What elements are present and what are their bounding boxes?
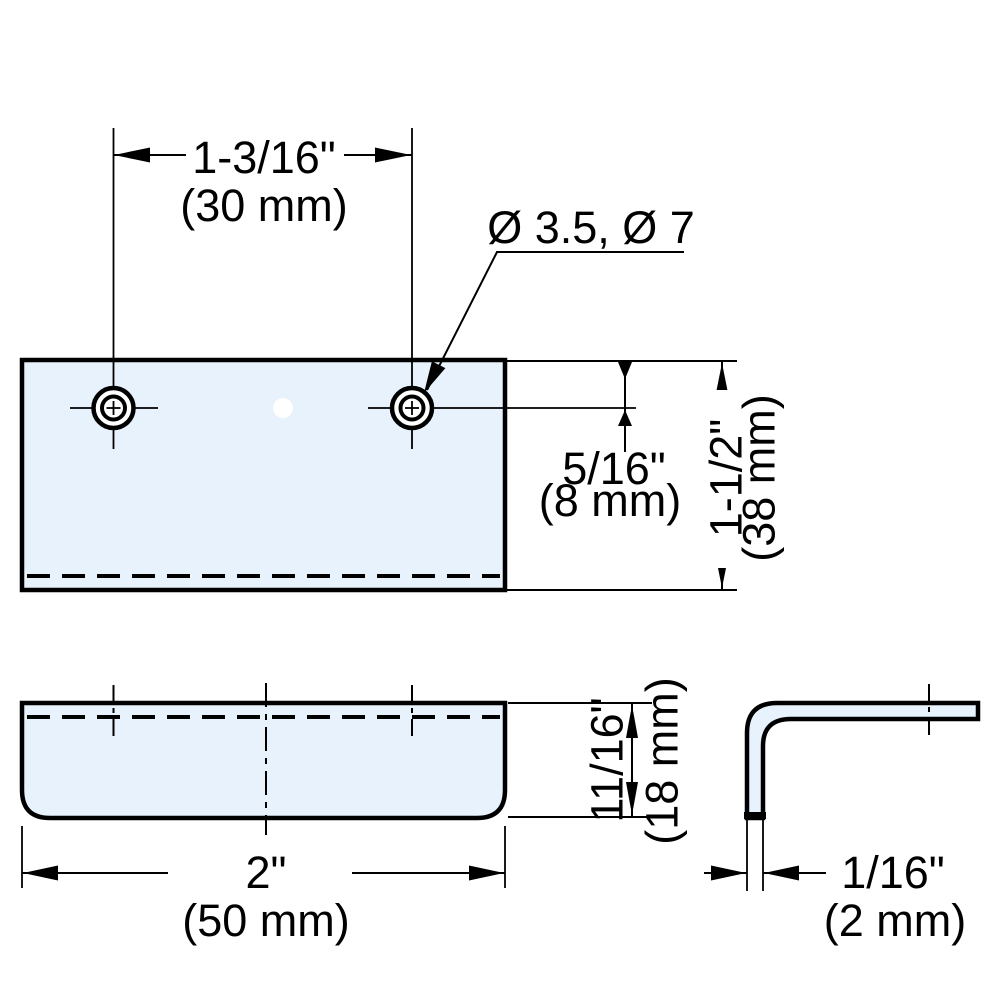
arrowhead-right bbox=[469, 865, 504, 881]
arrowhead-bottom bbox=[626, 782, 638, 815]
arrowhead-top bbox=[626, 705, 638, 738]
arrowhead-left bbox=[711, 865, 746, 881]
leader-line bbox=[426, 251, 684, 391]
width-metric-label: (50 mm) bbox=[182, 895, 350, 946]
side-profile-view bbox=[744, 684, 981, 821]
dimension-text-mask bbox=[701, 390, 751, 568]
dimension-width: 2" (50 mm) bbox=[21, 826, 506, 946]
mounting-hole-right bbox=[368, 128, 636, 449]
arrowhead-top bbox=[618, 362, 632, 379]
side-profile-shape bbox=[744, 700, 981, 821]
width-imperial-label: 2" bbox=[245, 847, 286, 898]
hole-offset-imperial-label: 5/16" bbox=[562, 443, 666, 494]
lip-height-imperial-label: 11/16" bbox=[582, 697, 633, 822]
thickness-imperial-label: 1/16" bbox=[841, 847, 945, 898]
front-view bbox=[19, 683, 508, 835]
plate-depth-imperial-label: 1-1/2" bbox=[701, 419, 752, 538]
leg-end-cap bbox=[744, 812, 766, 819]
arrowhead-right bbox=[375, 147, 411, 163]
front-view-profile bbox=[19, 700, 508, 821]
dimension-thickness: 1/16" (2 mm) bbox=[704, 820, 966, 946]
leader-arrowhead bbox=[424, 361, 446, 393]
dimension-hole-spacing: 1-3/16" (30 mm) bbox=[113, 132, 412, 231]
dimension-hole-offset: 5/16" (8 mm) bbox=[507, 360, 737, 526]
lip-height-metric-label: (18 mm) bbox=[637, 677, 688, 845]
mounting-hole-left bbox=[70, 128, 158, 449]
dimension-lip-height: 11/16" (18 mm) bbox=[508, 677, 688, 845]
center-punch-mark bbox=[273, 398, 293, 418]
arrowhead-top bbox=[715, 363, 729, 398]
dimension-plate-depth: 1-1/2" (38 mm) bbox=[507, 361, 785, 591]
hole-spacing-imperial-label: 1-3/16" bbox=[192, 132, 336, 183]
arrowhead-right bbox=[764, 865, 799, 881]
arrowhead-left bbox=[23, 865, 58, 881]
arrowhead-left bbox=[114, 147, 150, 163]
callout-hole-diameters: Ø 3.5, Ø 7 bbox=[424, 202, 695, 393]
thickness-metric-label: (2 mm) bbox=[824, 895, 966, 946]
plate-depth-metric-label: (38 mm) bbox=[734, 394, 785, 562]
arrowhead-bottom bbox=[618, 410, 632, 426]
hole-spacing-metric-label: (30 mm) bbox=[180, 180, 348, 231]
top-view bbox=[19, 128, 636, 593]
hole-offset-metric-label: (8 mm) bbox=[539, 475, 681, 526]
hole-diameters-label: Ø 3.5, Ø 7 bbox=[487, 202, 695, 253]
top-view-plate bbox=[19, 357, 508, 593]
